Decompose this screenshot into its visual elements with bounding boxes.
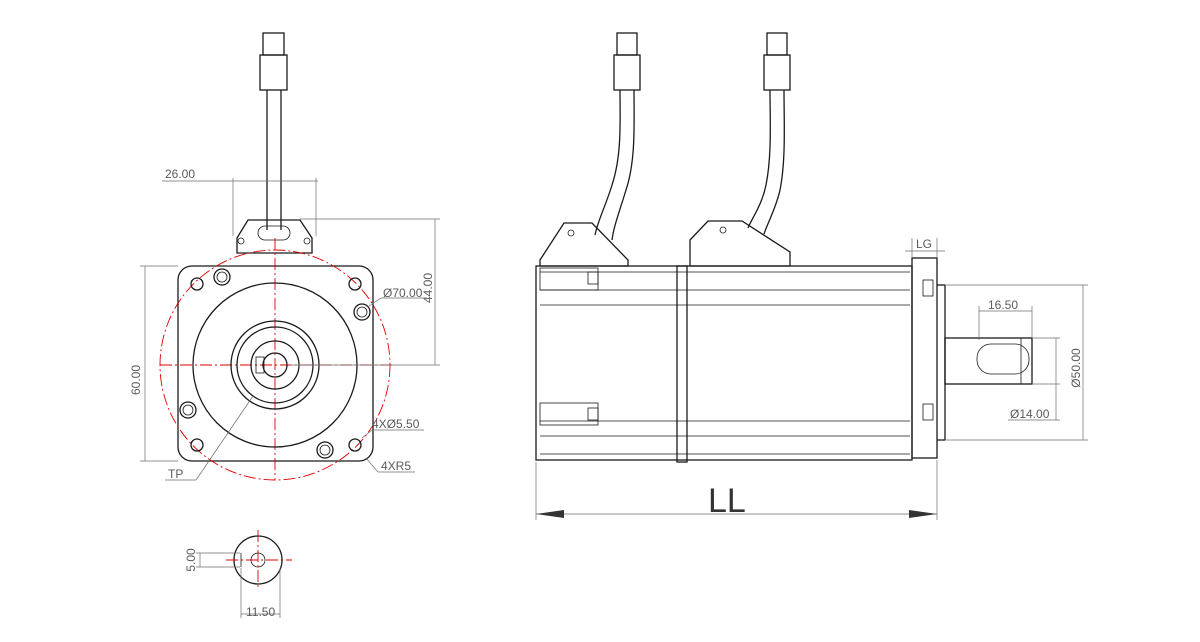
front-flange (177, 265, 374, 462)
dim-flange-thickness: LG (916, 237, 932, 251)
dim-flange-size: 60.00 (129, 365, 143, 395)
front-cable (259, 32, 288, 230)
dim-key-height: 5.00 (184, 548, 198, 572)
dim-shaft-diameter: Ø14.00 (1010, 407, 1050, 421)
dim-connector-width: 26.00 (165, 167, 195, 181)
dim-bolt-circle: Ø70.00 (383, 286, 423, 300)
dim-key-width: 11.50 (246, 605, 275, 619)
mounting-holes (179, 268, 371, 459)
side-cable-2 (747, 32, 791, 235)
tp-label: TP (168, 467, 183, 481)
front-connector-bracket (236, 219, 313, 254)
side-cable-1 (594, 32, 641, 241)
dim-connector-height: 44.00 (421, 273, 435, 303)
dim-shaft-length: 16.50 (988, 298, 1018, 312)
dim-pilot-diameter: Ø50.00 (1069, 348, 1083, 388)
dim-mount-holes: 4XØ5.50 (372, 417, 420, 431)
shaft-section-view: 5.00 11.50 (184, 530, 292, 619)
dim-body-length: LL (708, 482, 746, 520)
front-view: TP 26.00 44.00 60.00 Ø70.00 4XØ5.50 4XR5 (129, 32, 440, 481)
side-view: LG 16.50 Ø50.00 Ø14.00 LL (535, 32, 1088, 520)
dim-corner-radius: 4XR5 (381, 459, 411, 473)
